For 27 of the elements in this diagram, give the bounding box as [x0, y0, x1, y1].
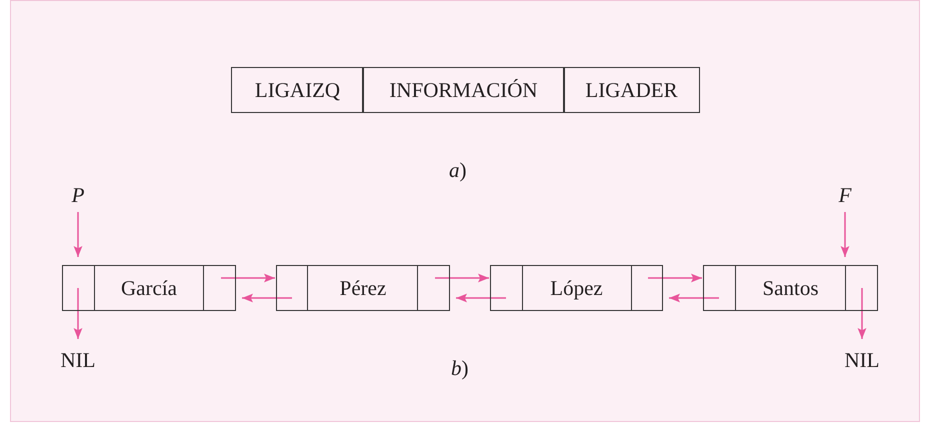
field-cell: LIGADER [563, 67, 700, 113]
figure-part-label: a) [449, 158, 466, 183]
arrow [74, 212, 82, 257]
arrow [242, 294, 292, 302]
node-name: Pérez [340, 276, 386, 300]
arrow [840, 212, 850, 257]
arrow [669, 294, 719, 302]
arrow [74, 288, 82, 339]
pointer-label: P [66, 182, 90, 208]
arrow [221, 274, 275, 282]
node-name: López [550, 276, 603, 300]
field-cell: INFORMACIÓN [362, 67, 565, 113]
null-label: NIL [836, 347, 888, 373]
arrow [648, 274, 702, 282]
pointer-label: F [833, 182, 857, 208]
node-name: Santos [762, 276, 818, 300]
arrow [456, 294, 506, 302]
null-label: NIL [52, 347, 104, 373]
list-node [276, 265, 450, 311]
node-name: García [121, 276, 177, 300]
list-node [490, 265, 663, 311]
figure-part-label: b) [451, 356, 468, 381]
arrow [435, 274, 489, 282]
field-cell: LIGAIZQ [231, 67, 364, 113]
list-node [703, 265, 878, 311]
arrow [858, 288, 866, 339]
list-node [62, 265, 236, 311]
